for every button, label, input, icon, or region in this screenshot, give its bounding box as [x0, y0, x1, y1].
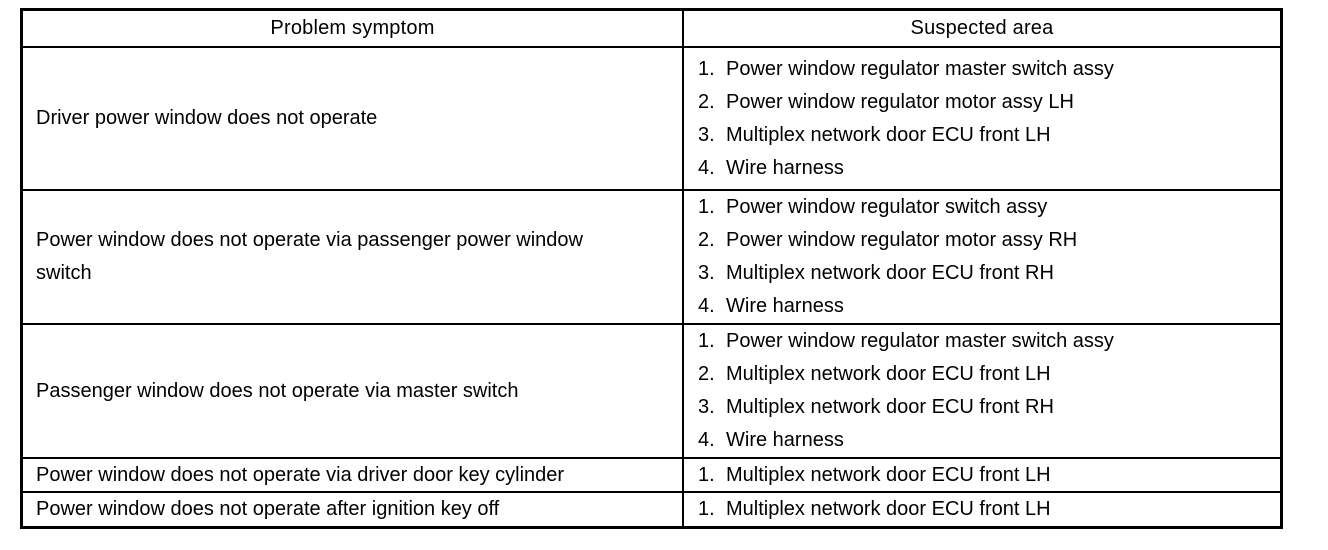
- item-number: 3.: [698, 123, 715, 146]
- suspected-area-cell-row5: 1. Multiplex network door ECU front LH: [682, 491, 1280, 526]
- suspected-area-item: 4. Wire harness: [698, 152, 1274, 185]
- item-text: Power window regulator master switch ass…: [726, 330, 1114, 352]
- item-text: Power window regulator motor assy LH: [726, 90, 1074, 113]
- item-text: Multiplex network door ECU front LH: [726, 498, 1051, 520]
- item-text: Power window regulator master switch ass…: [726, 57, 1114, 80]
- item-number: 3.: [698, 262, 715, 284]
- suspected-area-item: 3. Multiplex network door ECU front RH: [698, 257, 1274, 290]
- column-header-suspected-area: Suspected area: [682, 11, 1280, 46]
- item-number: 1.: [698, 196, 715, 218]
- symptom-text: Driver power window does not operate: [36, 107, 378, 129]
- symptom-cell-row3: Passenger window does not operate via ma…: [23, 323, 682, 457]
- suspected-area-item: 4. Wire harness: [698, 290, 1274, 323]
- item-number: 1.: [698, 498, 715, 520]
- symptom-text: Power window does not operate via passen…: [36, 229, 583, 284]
- suspected-area-item: 3. Multiplex network door ECU front RH: [698, 391, 1274, 424]
- suspected-area-cell-row3: 1. Power window regulator master switch …: [682, 323, 1280, 457]
- item-number: 2.: [698, 363, 715, 385]
- suspected-area-item: 1. Multiplex network door ECU front LH: [698, 459, 1274, 491]
- suspected-area-item: 2. Power window regulator motor assy LH: [698, 86, 1274, 119]
- item-number: 4.: [698, 156, 715, 179]
- symptom-cell-row5: Power window does not operate after igni…: [23, 491, 682, 526]
- item-number: 1.: [698, 57, 715, 80]
- item-text: Multiplex network door ECU front RH: [726, 396, 1054, 418]
- item-number: 3.: [698, 396, 715, 418]
- troubleshooting-table: Problem symptom Suspected area Driver po…: [20, 8, 1283, 529]
- symptom-text: Passenger window does not operate via ma…: [36, 379, 519, 402]
- suspected-area-item: 3. Multiplex network door ECU front LH: [698, 119, 1274, 152]
- suspected-area-cell-row2: 1. Power window regulator switch assy 2.…: [682, 189, 1280, 323]
- item-text: Multiplex network door ECU front LH: [726, 363, 1051, 385]
- item-number: 1.: [698, 463, 715, 486]
- column-header-problem-symptom: Problem symptom: [270, 17, 435, 39]
- suspected-area-item: 1. Power window regulator switch assy: [698, 191, 1274, 224]
- symptom-cell-row1: Driver power window does not operate: [23, 46, 682, 189]
- symptom-text: Power window does not operate after igni…: [36, 498, 500, 520]
- item-text: Wire harness: [726, 295, 844, 317]
- suspected-area-item: 1. Power window regulator master switch …: [698, 53, 1274, 86]
- item-text: Multiplex network door ECU front LH: [726, 463, 1051, 486]
- item-number: 1.: [698, 330, 715, 352]
- item-number: 4.: [698, 429, 715, 451]
- suspected-area-item: 4. Wire harness: [698, 424, 1274, 457]
- suspected-area-item: 1. Multiplex network door ECU front LH: [698, 493, 1274, 526]
- item-text: Wire harness: [726, 429, 844, 451]
- suspected-area-cell-row4: 1. Multiplex network door ECU front LH: [682, 457, 1280, 491]
- item-text: Multiplex network door ECU front LH: [726, 123, 1051, 146]
- symptom-text: Power window does not operate via driver…: [36, 463, 565, 486]
- symptom-cell-row2: Power window does not operate via passen…: [23, 189, 682, 323]
- suspected-area-item: 1. Power window regulator master switch …: [698, 325, 1274, 358]
- item-text: Multiplex network door ECU front RH: [726, 262, 1054, 284]
- item-text: Power window regulator switch assy: [726, 196, 1048, 218]
- item-number: 4.: [698, 295, 715, 317]
- item-text: Power window regulator motor assy RH: [726, 229, 1078, 251]
- suspected-area-item: 2. Power window regulator motor assy RH: [698, 224, 1274, 257]
- item-text: Wire harness: [726, 156, 844, 179]
- suspected-area-item: 2. Multiplex network door ECU front LH: [698, 358, 1274, 391]
- item-number: 2.: [698, 90, 715, 113]
- item-number: 2.: [698, 229, 715, 251]
- symptom-cell-row4: Power window does not operate via driver…: [23, 457, 682, 491]
- suspected-area-cell-row1: 1. Power window regulator master switch …: [682, 46, 1280, 189]
